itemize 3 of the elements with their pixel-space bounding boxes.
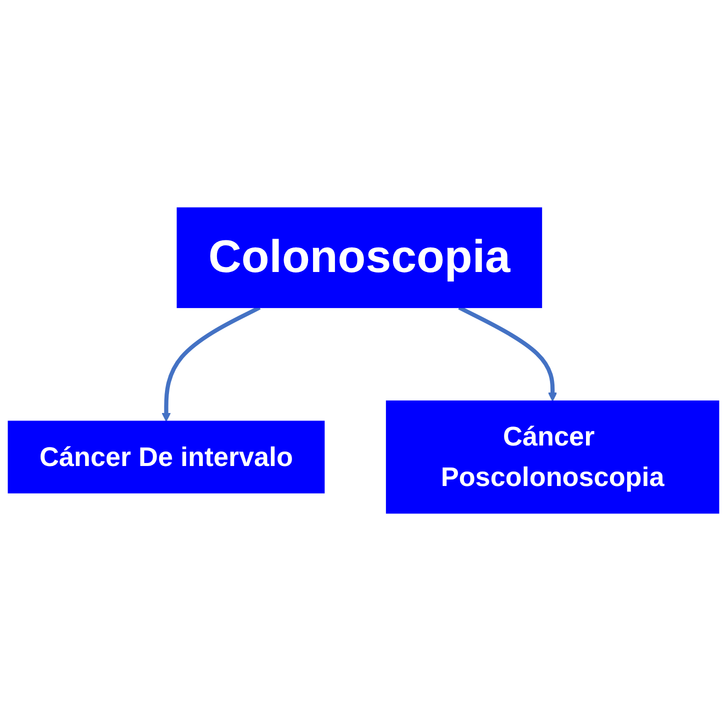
node-box: Cáncer De intervalo [8, 420, 325, 494]
node-box: Colonoscopia [176, 207, 542, 308]
node-box: Cáncer Poscolonoscopia [386, 400, 720, 514]
